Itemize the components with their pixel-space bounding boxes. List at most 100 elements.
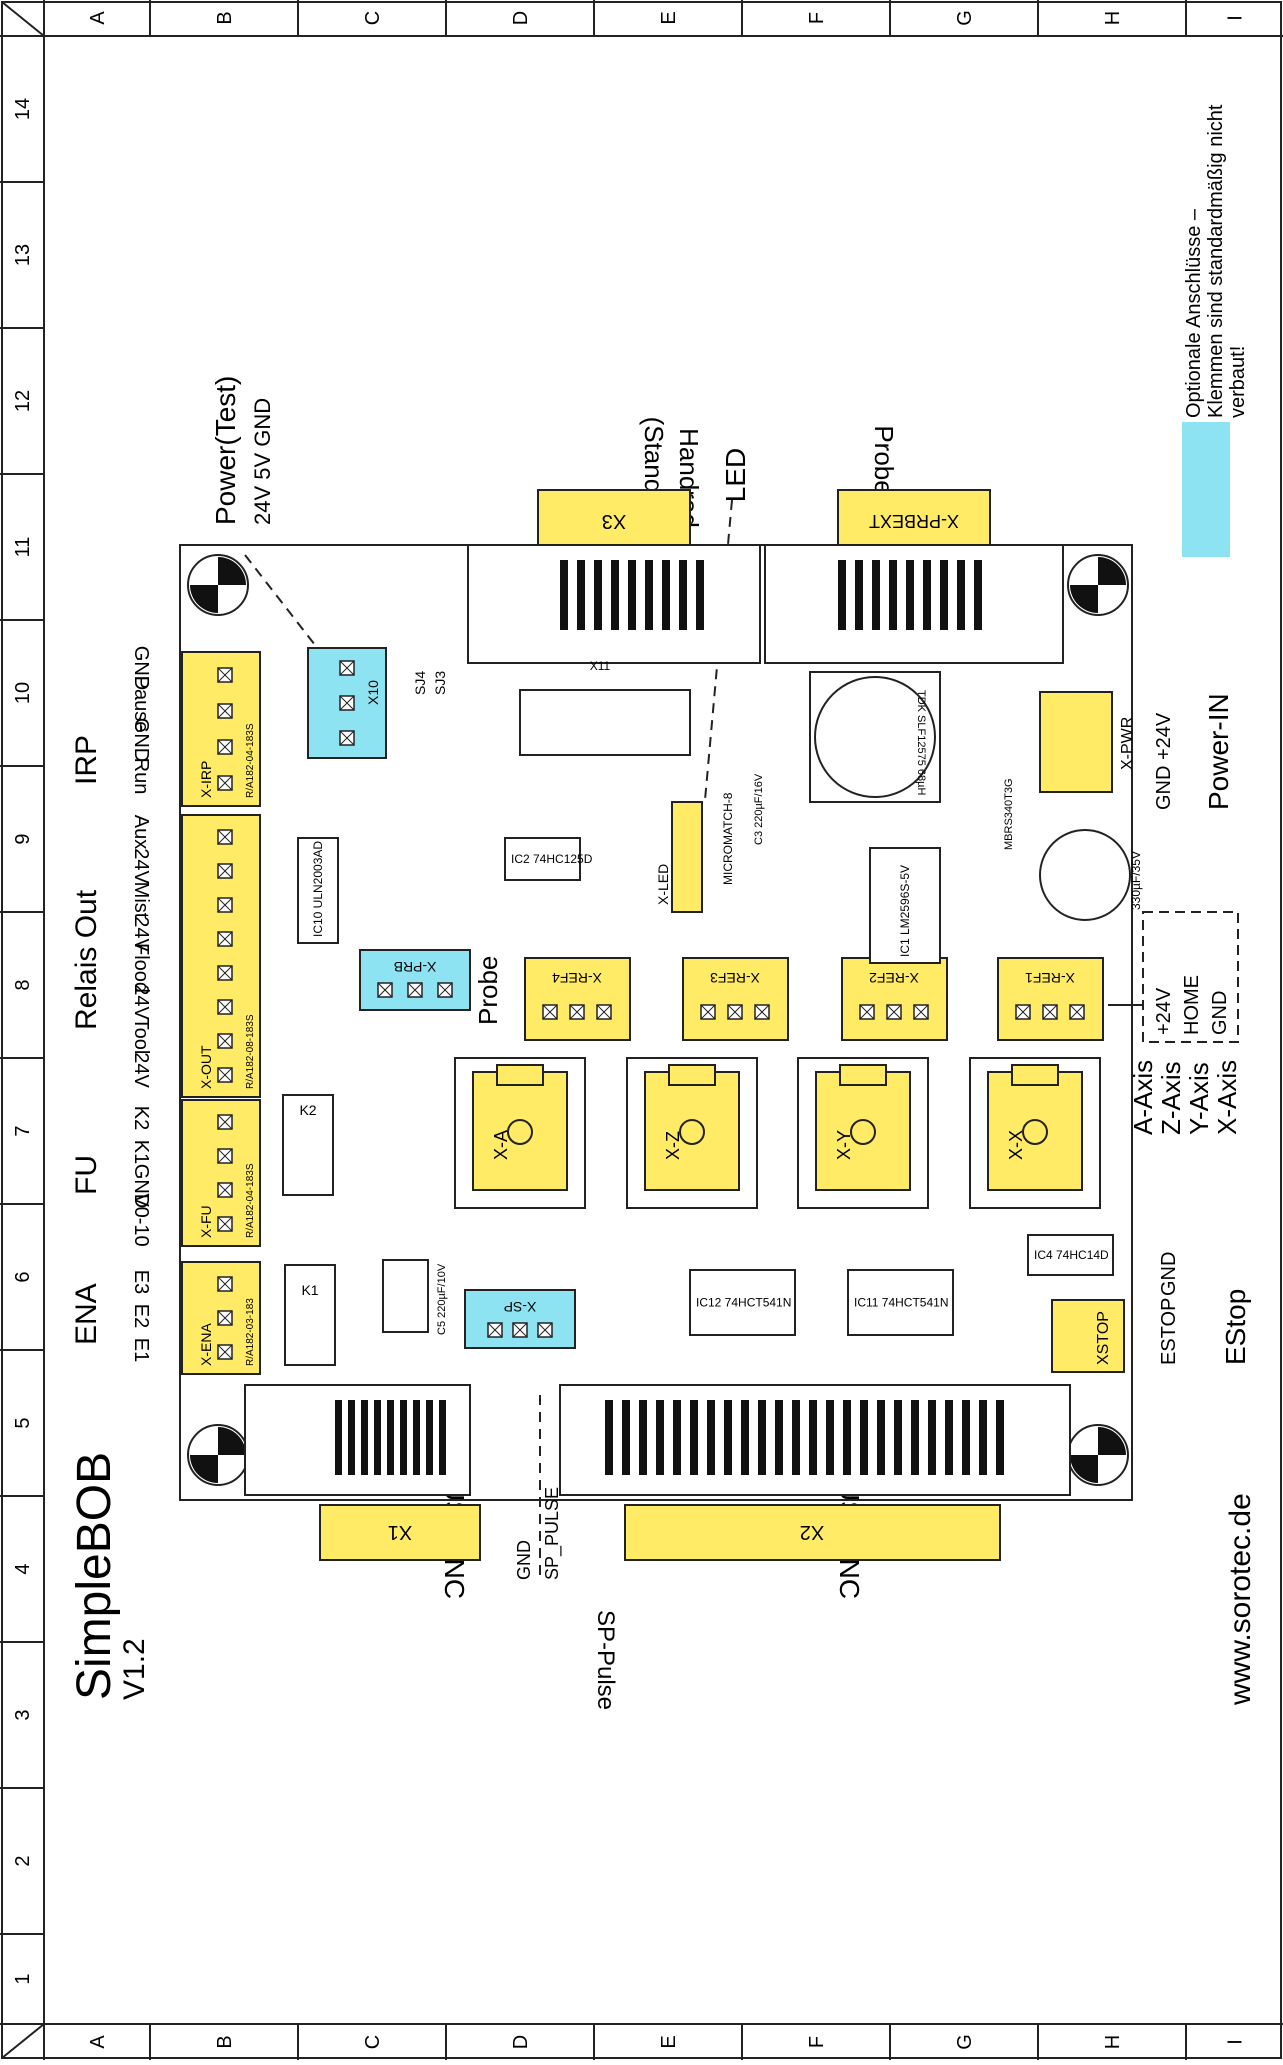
axis-connectors: X-A X-Z X-Y X-X xyxy=(454,1057,1101,1209)
frame-col-label: 1 xyxy=(12,1973,34,1984)
x-ref1-label: X-REF1 xyxy=(1025,970,1075,986)
x-y-label: X-Y xyxy=(834,1130,854,1160)
power-in-label: Power-IN xyxy=(1203,693,1234,810)
mounting-holes xyxy=(187,554,1129,1486)
ena-pin-label: E3 xyxy=(130,1270,152,1294)
frame-row-label-top: E xyxy=(658,11,680,24)
frame-row-label-top: F xyxy=(806,12,828,24)
x-sp-connector[interactable]: X-SP xyxy=(464,1289,576,1349)
sj4-label: SJ4 xyxy=(412,671,428,695)
sj3-label: SJ3 xyxy=(432,671,448,695)
x-irp-terminal-part: R/A182-04-183S xyxy=(245,723,256,798)
axis-label: Y-Axis xyxy=(1184,1062,1214,1135)
frame-col-label: 10 xyxy=(12,682,34,704)
micromatch-label: MICROMATCH-8 xyxy=(721,792,735,885)
x-stop-label: XSTOP xyxy=(1095,1311,1112,1365)
ena-pin-label: E2 xyxy=(130,1304,152,1328)
ic1-chip-text: IC1 LM2596S-5V xyxy=(898,865,912,957)
left-pin-labels: GNDPauseGNDRunAux24VMist24VFlood24VTool2… xyxy=(130,646,152,1362)
legend-line-1: Optionale Anschlüsse – xyxy=(1183,208,1205,418)
ena-label: ENA xyxy=(70,1283,103,1345)
ref-connectors: X-REF4 X-REF3 X-REF2 X-REF1 xyxy=(524,957,1104,1041)
frame-col-label: 6 xyxy=(12,1271,34,1282)
frame-row-label-bottom: E xyxy=(658,2035,680,2048)
x-ref4-label: X-REF4 xyxy=(552,970,602,986)
irp-pin-label: GND xyxy=(130,646,152,690)
fu-pin-label: K2 xyxy=(130,1106,152,1130)
frame-col-label: 7 xyxy=(12,1125,34,1136)
relais-pin-label: 24V xyxy=(130,1052,152,1088)
x-prb-connector[interactable]: X-PRB xyxy=(359,949,471,1011)
irp-pin-label: Run xyxy=(130,758,152,795)
x-x-connector[interactable]: X-X xyxy=(969,1057,1101,1209)
ic10-chip-text: IC10 ULN2003AD xyxy=(311,841,325,937)
fu-pin-label: K1 xyxy=(130,1140,152,1164)
x-z-connector[interactable]: X-Z xyxy=(626,1057,758,1209)
x-sp-label: X-SP xyxy=(504,1299,537,1315)
relais-pin-label: 24V xyxy=(130,916,152,952)
x-ref3-connector[interactable]: X-REF3 xyxy=(682,957,789,1041)
ic2-chip-text: IC2 74HC125D xyxy=(511,852,593,866)
x-ref2-connector[interactable]: X-REF2 xyxy=(841,957,948,1041)
sp-pin-gnd: GND xyxy=(514,1540,534,1580)
frame-col-label: 8 xyxy=(12,979,34,990)
estop-label: EStop xyxy=(1220,1289,1251,1365)
frame-row-label-top: H xyxy=(1102,11,1124,25)
frame-row-label-top: I xyxy=(1225,15,1247,21)
relais-pin-label: 24V xyxy=(130,984,152,1020)
power-test-label: Power(Test) xyxy=(210,376,241,525)
x-y-connector[interactable]: X-Y xyxy=(797,1057,929,1209)
k2-text: K2 xyxy=(299,1102,316,1118)
ic4-chip: IC4 74HC14D xyxy=(1027,1234,1114,1276)
x-ena-terminal-label: X-ENA xyxy=(198,1323,214,1366)
x-z-label: X-Z xyxy=(663,1131,683,1160)
estop-pin-1: ESTOP xyxy=(1158,1298,1180,1365)
x-a-connector[interactable]: X-A xyxy=(454,1057,586,1209)
axis-label: A-Axis xyxy=(1128,1060,1158,1135)
x-ref4-connector[interactable]: X-REF4 xyxy=(524,957,631,1041)
relais-pin-label: Aux xyxy=(130,815,152,849)
ic11-chip-text: IC11 74HCT541N xyxy=(854,1296,949,1310)
legend-line-3: verbaut! xyxy=(1227,346,1249,418)
ref-callout-box xyxy=(1142,911,1239,1043)
probe-side-label: Probe xyxy=(473,956,503,1025)
leader-lines xyxy=(244,499,733,1575)
frame-row-label-top: G xyxy=(954,10,976,26)
frame-col-label: 13 xyxy=(12,244,34,266)
x-ref2-label: X-REF2 xyxy=(869,970,919,986)
ic12-chip: IC12 74HCT541N xyxy=(689,1269,796,1336)
relais-pin-label: 24V xyxy=(130,848,152,884)
frame-row-label-bottom: I xyxy=(1225,2039,1247,2045)
x-led-connector[interactable]: X-LED xyxy=(655,801,703,913)
x-stop-connector[interactable]: XSTOP xyxy=(1051,1299,1125,1373)
relay-k2: K2 xyxy=(282,1094,334,1196)
estop-pin-0: GND xyxy=(1158,1252,1180,1296)
x1-label: X1 xyxy=(388,1521,412,1543)
x-pwr-connector[interactable]: X-PWR xyxy=(1039,691,1136,793)
x-led-label: X-LED xyxy=(655,864,671,905)
capacitor-c5: C5 220µF/10V xyxy=(382,1259,448,1335)
x-ref1-connector[interactable]: X-REF1 xyxy=(997,957,1104,1041)
ic11-chip: IC11 74HCT541N xyxy=(847,1269,954,1336)
frame-row-label-bottom: F xyxy=(806,2036,828,2048)
frame-row-label-bottom: B xyxy=(214,2035,236,2048)
frame-col-label: 12 xyxy=(12,390,34,412)
relais-pin-label: Tool xyxy=(130,1018,152,1055)
integrated-circuits: IC10 ULN2003AD IC2 74HC125D IC1 LM2596S-5V… xyxy=(297,837,1114,1336)
relais-pin-label: Flood xyxy=(130,943,152,993)
frame-row-label-top: C xyxy=(362,11,384,25)
relais-out-label: Relais Out xyxy=(70,889,103,1030)
relay-k1: K1 xyxy=(284,1264,336,1366)
c3-label: C3 220µF/16V xyxy=(753,773,765,845)
website: www.sorotec.de xyxy=(1224,1493,1257,1706)
x11-label: X11 xyxy=(590,659,611,673)
frame-col-label: 14 xyxy=(12,98,34,120)
